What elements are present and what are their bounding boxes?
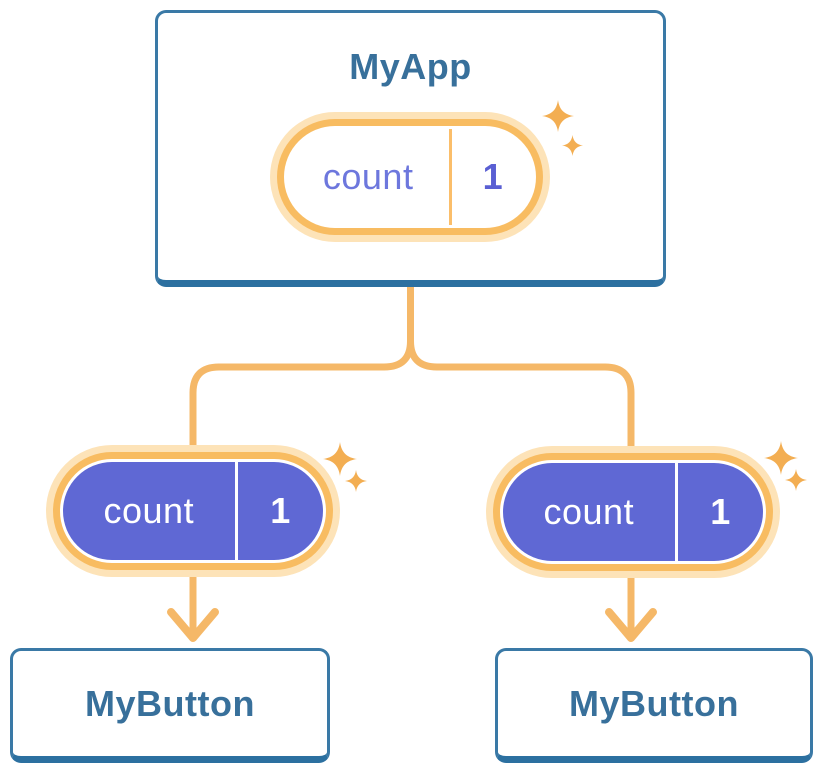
state-name-cell: count	[63, 462, 235, 560]
state-name-label: count	[322, 156, 414, 197]
state-pill-right-child: count 1	[486, 446, 780, 578]
sparkle-icon-large	[764, 441, 798, 475]
pill-gap: count 1	[284, 126, 536, 228]
state-name-cell: count	[503, 463, 675, 561]
state-value-cell: 1	[238, 462, 323, 560]
pill-body: count 1	[63, 462, 323, 560]
sparkle-icon-large	[323, 442, 357, 476]
component-card-mybutton-left: MyButton	[10, 648, 330, 763]
state-name-label: count	[543, 491, 635, 532]
state-pill-root: count 1	[270, 112, 550, 242]
pill-divider	[674, 463, 678, 561]
state-name-label: count	[103, 490, 195, 531]
pill-gap: count 1	[60, 459, 326, 563]
sparkle-icon-small	[345, 470, 367, 492]
pill-ring: count 1	[493, 453, 773, 571]
state-value-label: 1	[482, 156, 503, 197]
state-value-cell: 1	[678, 463, 763, 561]
state-value-label: 1	[270, 490, 291, 531]
sparkle-icon-large	[542, 100, 574, 132]
state-name-cell: count	[287, 129, 449, 225]
pill-body: count 1	[503, 463, 763, 561]
component-title: MyButton	[85, 682, 255, 724]
state-value-label: 1	[710, 491, 731, 532]
sparkle-icon-small	[785, 469, 807, 491]
pill-divider	[234, 462, 238, 560]
down-arrow-icon	[605, 608, 657, 642]
component-title: MyApp	[349, 46, 472, 87]
pill-divider	[449, 129, 453, 225]
sparkle-icon-small	[562, 135, 583, 156]
state-pill-left-child: count 1	[46, 445, 340, 577]
component-card-mybutton-right: MyButton	[495, 648, 813, 763]
down-arrow-icon	[167, 608, 219, 642]
pill-ring: count 1	[277, 119, 543, 235]
connector-right-branch	[407, 337, 635, 640]
component-title: MyButton	[569, 682, 739, 724]
state-value-cell: 1	[452, 129, 533, 225]
pill-body: count 1	[287, 129, 533, 225]
pill-gap: count 1	[500, 460, 766, 564]
pill-ring: count 1	[53, 452, 333, 570]
